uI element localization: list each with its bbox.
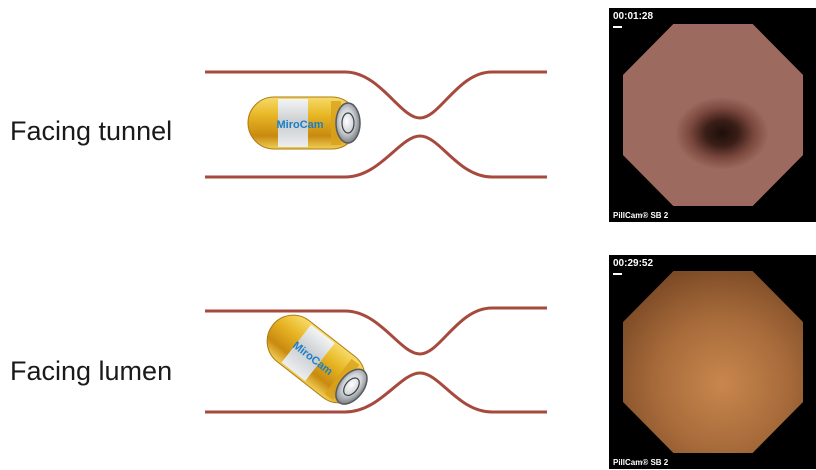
- timestamp-bottom: 00:29:52: [613, 258, 653, 269]
- endoscopy-frame-top: 00:01:28 PillCam® SB 2: [609, 8, 816, 222]
- timestamp-marker-top: [613, 26, 622, 28]
- tunnel-bottom-lower-wall: [205, 373, 547, 412]
- timestamp-top: 00:01:28: [613, 11, 653, 22]
- capsule-top-text: MiroCam: [276, 119, 323, 131]
- endoscopy-image-lumen: [623, 271, 803, 453]
- capsule-top: MiroCam: [248, 97, 360, 149]
- device-label-bottom: PillCam® SB 2: [613, 458, 668, 467]
- device-label-top: PillCam® SB 2: [613, 211, 668, 220]
- capsule-bottom: MiroCam: [257, 305, 377, 415]
- tunnel-bottom-upper-wall: [205, 308, 547, 354]
- timestamp-marker-bottom: [613, 273, 622, 275]
- capsule-diagram: MiroCam MiroCam: [0, 0, 600, 470]
- endoscopy-frame-bottom: 00:29:52 PillCam® SB 2: [609, 255, 816, 469]
- endoscopy-image-tunnel: [623, 24, 803, 206]
